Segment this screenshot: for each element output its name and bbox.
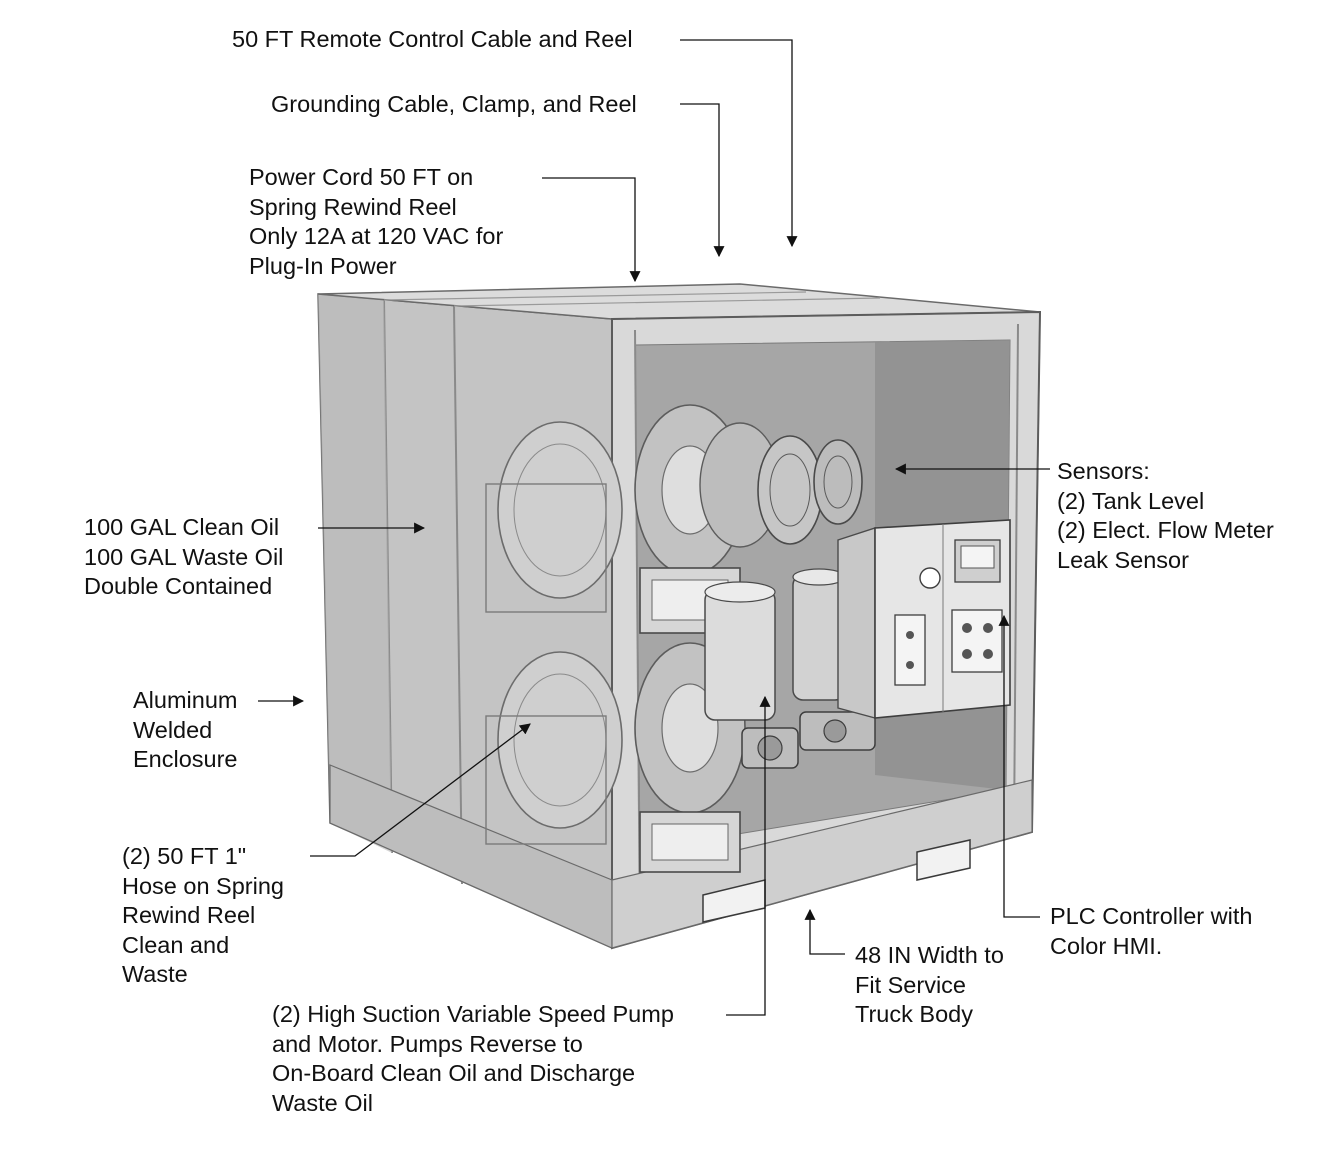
lube-skid-enclosure: [317, 283, 1042, 950]
leader-power-cord: [542, 177, 641, 283]
oil-filters: [704, 568, 846, 721]
leader-pumps: [726, 695, 771, 1016]
callout-hose-reels: (2) 50 FT 1" Hose on Spring Rewind Reel …: [122, 843, 284, 987]
callout-sensors: Sensors: (2) Tank Level (2) Elect. Flow …: [1057, 458, 1274, 573]
leader-remote-cable: [680, 39, 798, 248]
leader-width: [804, 908, 845, 955]
pump-motors: [741, 711, 876, 769]
cable-reels: [757, 435, 863, 545]
leader-plc: [998, 614, 1040, 918]
leader-lines: [258, 39, 1050, 1016]
plc-control-cabinet: [837, 519, 1011, 719]
callout-grounding: Grounding Cable, Clamp, and Reel: [271, 91, 637, 117]
forklift-pocket-right: [916, 839, 971, 881]
callout-remote-cable: 50 FT Remote Control Cable and Reel: [232, 26, 633, 52]
callout-tanks: 100 GAL Clean Oil 100 GAL Waste Oil Doub…: [84, 514, 284, 599]
callout-plc: PLC Controller with Color HMI.: [1050, 903, 1253, 959]
callout-enclosure: Aluminum Welded Enclosure: [133, 687, 238, 772]
callout-width: 48 IN Width to Fit Service Truck Body: [855, 942, 1004, 1027]
callout-power-cord: Power Cord 50 FT on Spring Rewind Reel O…: [249, 164, 504, 279]
leader-hose-reels: [310, 723, 531, 857]
callout-pumps: (2) High Suction Variable Speed Pump and…: [272, 1001, 674, 1116]
leader-grounding: [680, 103, 725, 258]
